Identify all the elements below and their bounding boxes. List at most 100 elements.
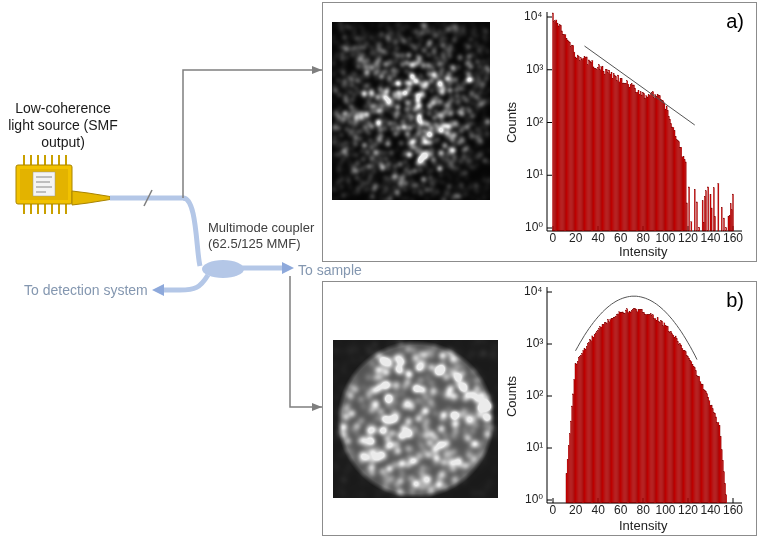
histogram-bar	[575, 57, 576, 231]
histogram-bar	[663, 101, 664, 231]
histogram-bar	[558, 26, 559, 231]
tick-label: 120	[678, 504, 698, 518]
tick-label: 40	[592, 504, 605, 518]
histogram-bar	[622, 312, 623, 503]
histogram-bar	[671, 123, 672, 231]
trend-line	[585, 46, 695, 125]
histogram-bar	[561, 31, 562, 231]
histogram-bar	[587, 343, 588, 503]
histogram-bar	[664, 103, 665, 231]
tick-label: 10⁴	[524, 10, 543, 24]
histogram-bar	[684, 350, 685, 503]
histogram-bar	[680, 147, 681, 231]
histogram-bar	[568, 446, 569, 503]
histogram-bar	[588, 343, 589, 503]
fiber-direction-label: To sample	[298, 262, 362, 278]
histogram-bar	[723, 218, 724, 231]
histogram-bar	[682, 348, 683, 503]
detection-arrow	[152, 284, 164, 296]
histogram-bar	[710, 406, 711, 503]
histogram-bar	[583, 350, 584, 503]
histogram-bar	[569, 434, 570, 503]
histogram-bar	[619, 82, 620, 231]
histogram-bar	[602, 66, 603, 231]
histogram-bar	[713, 412, 714, 503]
histogram-bar	[656, 320, 657, 503]
trend-arc	[576, 296, 698, 359]
histogram-bar	[657, 94, 658, 231]
histogram-bar	[674, 131, 675, 231]
histogram-bar	[694, 189, 695, 231]
histogram-bar	[651, 316, 652, 503]
histogram-bar	[650, 93, 651, 231]
histogram-bar	[579, 356, 580, 503]
speckle-image	[332, 22, 490, 200]
histogram-bar	[615, 316, 616, 503]
histogram-bar	[693, 366, 694, 503]
histogram-bar	[716, 417, 717, 503]
histogram-bar	[623, 313, 624, 503]
histogram-bar	[703, 389, 704, 503]
histogram-bar	[570, 421, 571, 503]
histogram-bar	[557, 23, 558, 231]
tick-label: 60	[614, 504, 627, 518]
tick-label: 0	[550, 504, 557, 518]
histogram-bar	[673, 335, 674, 503]
histogram-bar	[704, 390, 705, 503]
histogram-bar	[573, 45, 574, 231]
histogram-bar	[676, 339, 677, 503]
histogram-bar	[655, 318, 656, 503]
histogram-bar	[683, 156, 684, 231]
histogram-bar	[608, 73, 609, 231]
histogram-bar	[659, 322, 660, 503]
histogram-bar	[605, 322, 606, 503]
fiber-boot	[72, 191, 110, 205]
histogram-bar	[635, 308, 636, 503]
tick-label: 10⁴	[524, 285, 543, 299]
histogram-bar	[581, 355, 582, 503]
histogram-bar	[608, 319, 609, 503]
histogram-bar	[694, 368, 695, 503]
histogram-bar	[726, 228, 727, 231]
histogram-bar	[586, 57, 587, 231]
histogram-bar	[593, 67, 594, 231]
tick-label: 0	[550, 232, 557, 246]
histogram-bar	[566, 474, 567, 503]
histogram-bar	[647, 315, 648, 503]
histogram-bar	[646, 96, 647, 231]
histogram-bar	[667, 326, 668, 503]
axis-title: Counts	[505, 102, 520, 143]
detection-fiber	[164, 275, 208, 290]
tick-label: 120	[678, 232, 698, 246]
histogram-bar	[600, 327, 601, 503]
fiber-connector	[183, 198, 200, 266]
histogram-bar	[641, 309, 642, 503]
speckle-image	[333, 340, 498, 498]
node-heading: b)	[726, 288, 744, 312]
histogram-bar	[593, 338, 594, 503]
histogram-bar	[719, 426, 720, 503]
node-heading: Multimode coupler (62.5/125 MMF)	[208, 220, 320, 251]
histogram-bar	[649, 314, 650, 503]
histogram-bar	[611, 319, 612, 503]
histogram-bar	[624, 83, 625, 231]
histogram-bar	[672, 334, 673, 503]
histogram-bar	[572, 406, 573, 503]
tick-label: 10⁰	[525, 493, 543, 507]
histogram-bar	[609, 70, 610, 231]
histogram-bar	[597, 330, 598, 503]
histogram-bar	[637, 92, 638, 231]
histogram-bar	[708, 187, 709, 231]
histogram-bar	[555, 21, 556, 231]
histogram-bar	[636, 309, 637, 503]
histogram-bar	[721, 207, 722, 231]
histogram-bar	[585, 349, 586, 503]
histogram-bar	[732, 194, 733, 231]
histogram-bar	[653, 315, 654, 503]
tick-label: 10¹	[526, 168, 543, 182]
histogram-bar	[642, 313, 643, 503]
histogram-bar	[594, 335, 595, 503]
trend-arc-line	[576, 296, 698, 359]
histogram-bar	[672, 127, 673, 231]
histogram-bar	[717, 422, 718, 503]
